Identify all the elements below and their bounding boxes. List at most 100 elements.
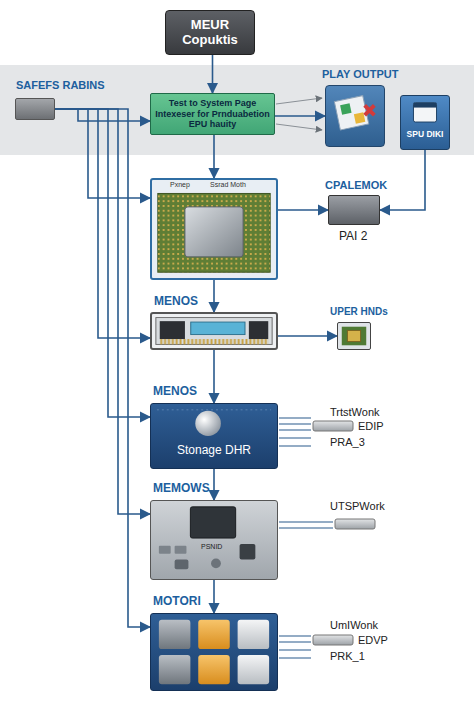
box-heading: CPALEMOK (325, 179, 387, 192)
box-heading: UPER HNDs (330, 306, 388, 318)
text-slot: MENOS (154, 295, 198, 309)
cpu-box: Pxnep Ssrad Moth (150, 178, 278, 280)
process-box: Test to System Page Intexeser for Prndua… (150, 93, 275, 135)
text-slot: SPU DIKI (401, 130, 449, 140)
node-illustration-use (159, 507, 255, 569)
box-heading: SAFEFS RABINS (16, 79, 105, 92)
port-wire (279, 636, 311, 658)
node-illustration (151, 501, 277, 579)
node-illustration-use (334, 96, 374, 130)
connector-arrow (55, 109, 150, 627)
bus-line (276, 124, 322, 130)
port-pill (313, 635, 353, 645)
text-slot: Test to System Page Intexeser for Prndua… (155, 94, 270, 134)
text-slot: Stonage DHR (151, 444, 277, 458)
text-slot: MEUR Copuktis (170, 11, 250, 54)
connector-arrow (213, 469, 215, 500)
disk-box: SPU DIKI (400, 95, 450, 150)
node-illustration (151, 404, 277, 468)
control-box: MEMOWSPSNID (150, 500, 278, 580)
port-label: EDIP (358, 420, 384, 433)
box-label: MEUR Copuktis (170, 18, 250, 48)
port-label-slot: TrtstWonk (330, 406, 380, 419)
port-label: TrtstWonk (330, 406, 380, 419)
connector-arrow (278, 209, 328, 211)
graphics-box: CPALEMOKPAI 2 (328, 195, 380, 225)
connector-arrow (55, 109, 150, 338)
port-pill (313, 421, 353, 431)
node-illustration (152, 180, 276, 278)
bus-lines (276, 98, 322, 130)
module-box: UPER HNDs (337, 322, 371, 350)
text-slot: PLAY OUTPUT (322, 68, 398, 81)
box-label: Test to System Page Intexeser for Prndua… (155, 98, 270, 129)
box-heading: PLAY OUTPUT (322, 68, 398, 81)
box-caption: PAI 2 (339, 230, 367, 244)
port-label: EDVP (358, 634, 388, 647)
connector-arrow (213, 580, 215, 613)
keypad-box: MOTORI (150, 613, 278, 691)
box-heading: MOTORI (153, 595, 201, 609)
port-label-slot: EDIP (358, 420, 384, 433)
connector-arrow (213, 135, 215, 178)
text-slot: PAI 2 (339, 230, 367, 244)
text-slot: MENOS (153, 385, 197, 399)
node-illustration (401, 96, 449, 149)
output-box: PLAY OUTPUT (325, 85, 385, 147)
box-heading: MENOS (153, 385, 197, 399)
text-slot: Ssrad Moth (210, 181, 246, 189)
text-slot: CPALEMOK (325, 179, 387, 192)
source-box: SAFEFS RABINS (15, 98, 55, 120)
port-pill (335, 519, 375, 529)
node-illustration-use (413, 103, 436, 122)
box-heading: MEMOWS (153, 482, 210, 496)
port-label-slot: PRK_1 (330, 650, 365, 663)
text-slot: MEMOWS (153, 482, 210, 496)
port-label: PRK_1 (330, 650, 365, 663)
port-label-slot: UTSPWork (330, 500, 385, 513)
bus-line (276, 98, 322, 104)
node-illustration-use (158, 193, 270, 272)
text-slot: SAFEFS RABINS (16, 79, 105, 92)
box-caption: PSNID (201, 543, 222, 551)
connector-arrow (55, 109, 150, 514)
node-illustration (152, 314, 276, 348)
port-label-slot: PRA_3 (330, 436, 365, 449)
node-illustration-use (157, 410, 271, 436)
connector-arrow (213, 280, 215, 312)
node-illustration (338, 323, 370, 349)
text-slot: UPER HNDs (330, 306, 388, 318)
port-label: UmIWonk (330, 619, 378, 632)
header-band (0, 65, 474, 155)
memory-box: MENOS (150, 312, 278, 350)
port-label: UTSPWork (330, 500, 385, 513)
port-wire (279, 522, 333, 528)
connector-arrow (213, 350, 215, 403)
connector-arrow (278, 335, 337, 337)
box-caption: SPU DIKI (401, 130, 449, 140)
box-caption: Stonage DHR (151, 444, 277, 458)
box-heading: MENOS (154, 295, 198, 309)
node-illustration (326, 86, 384, 146)
port-label-slot: UmIWonk (330, 619, 378, 632)
connector-arrow (55, 109, 150, 417)
node-illustration-use (159, 620, 269, 684)
box-caption: Pxnep (170, 181, 190, 189)
connector-arrow (275, 115, 325, 117)
port-wires (279, 418, 333, 658)
storage-box: MENOSStonage DHR (150, 403, 278, 469)
connector-arrow (55, 109, 150, 121)
box-caption: Ssrad Moth (210, 181, 246, 189)
connector-arrow (55, 109, 150, 198)
node-illustration (151, 614, 277, 690)
port-label: PRA_3 (330, 436, 365, 449)
title-box: MEUR Copuktis (165, 10, 255, 55)
text-slot: PSNID (201, 543, 222, 551)
port-wire (279, 418, 311, 446)
connector-arrow (212, 55, 214, 93)
port-label-slot: EDVP (358, 634, 388, 647)
text-slot: MOTORI (153, 595, 201, 609)
text-slot: Pxnep (170, 181, 190, 189)
node-illustration-use (342, 327, 366, 346)
node-illustration-use (156, 318, 272, 345)
